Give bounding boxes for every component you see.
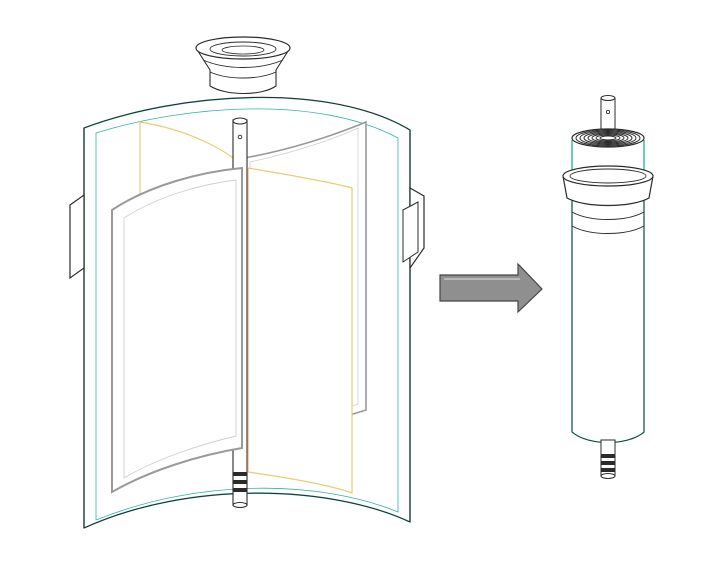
spiral-end-face: [571, 128, 645, 148]
left-bracket: [69, 193, 85, 280]
shell-outline-dark: [83, 96, 411, 529]
spiral-wound-element: [562, 95, 654, 479]
membrane-leaf: [111, 166, 243, 494]
right-arrow-icon: [439, 262, 543, 314]
brine-seal-ring: [562, 165, 654, 234]
cutaway-vessel: [69, 36, 425, 530]
membrane-leaf: [247, 167, 353, 494]
feed-cap: [195, 36, 291, 94]
shell-inner-edge: [95, 108, 399, 521]
